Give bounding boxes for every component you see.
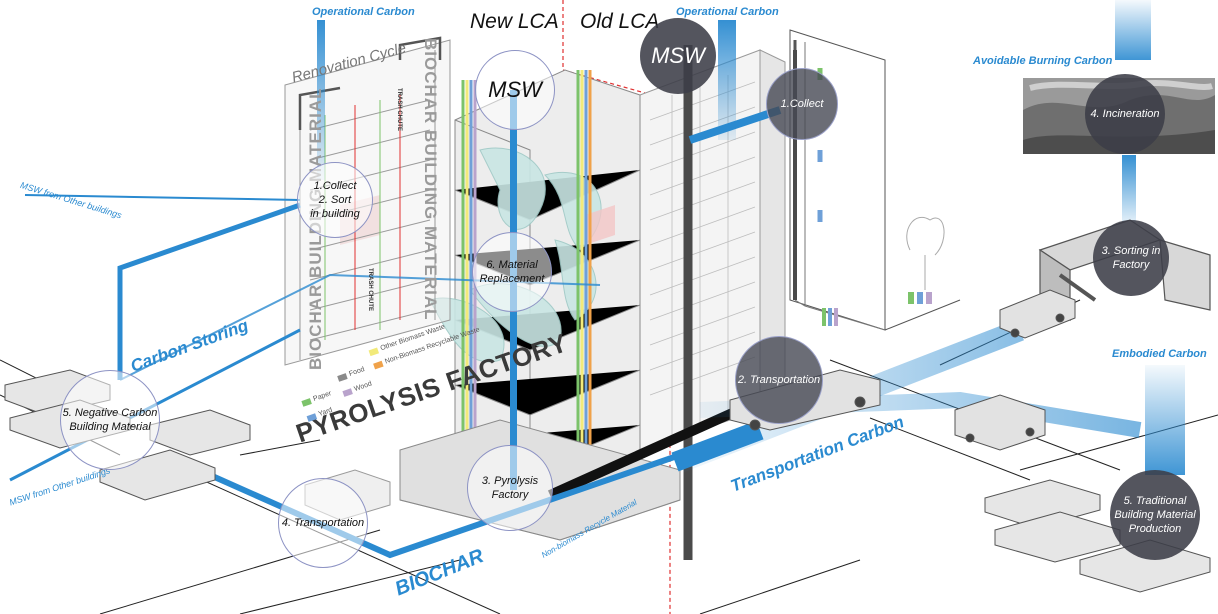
old-step5-line2: Building Material <box>1114 509 1196 521</box>
old-new-divider <box>562 0 671 614</box>
legend-swatch <box>368 347 379 356</box>
legend-swatch <box>301 397 312 407</box>
old-step2-line1: 2. Transportation <box>737 374 821 386</box>
operational-carbon-right-label: Operational Carbon <box>676 6 779 18</box>
new-step4-line1: 4. Transportation <box>281 517 365 529</box>
old-step4-line1: 4. Incineration <box>1090 108 1160 120</box>
renovation-arrows <box>298 36 442 130</box>
operational-carbon-left-label: Operational Carbon <box>312 6 415 18</box>
biochar-band <box>208 452 681 559</box>
old-step3-sorting: 3. Sorting in Factory <box>1093 220 1169 296</box>
new-chutes <box>461 70 592 470</box>
op-carbon-right-beam <box>718 20 736 140</box>
old-msw-label: MSW <box>651 43 705 68</box>
incineration-to-sort-beam <box>1122 155 1136 225</box>
old-building-windows <box>649 75 756 440</box>
legend-item: Yard <box>306 407 333 422</box>
new-step6-line1: 6. Material <box>486 259 538 271</box>
embodied-beam <box>1145 365 1185 475</box>
op-carbon-left-beam <box>317 20 325 180</box>
transport-carbon-solid <box>671 420 764 472</box>
new-step3-line2: Factory <box>491 489 529 501</box>
avoidable-beam <box>1115 0 1151 60</box>
new-step1-collect-sort: 1.Collect 2. Sort in building <box>297 162 373 238</box>
legend-label: Paper <box>312 390 333 403</box>
new-msw-label: MSW <box>488 77 542 102</box>
new-step5-line1: 5. Negative Carbon <box>62 407 158 419</box>
old-step3-line1: 3. Sorting in <box>1101 245 1161 257</box>
legend-swatch <box>372 360 384 369</box>
old-step3-line2: Factory <box>1112 259 1150 271</box>
legend-swatch <box>337 372 348 382</box>
legend-label: Wood <box>353 380 373 393</box>
legend-item: Food <box>337 366 366 382</box>
truck-right-middle <box>954 394 1046 451</box>
new-step1-line3: in building <box>310 208 360 220</box>
old-step1-collect: 1.Collect <box>766 68 838 140</box>
new-step1-line1: 1.Collect <box>313 180 357 192</box>
legend-label: Yard <box>317 406 334 418</box>
new-step1-line2: 2. Sort <box>318 194 352 206</box>
new-step6-line2: Replacement <box>479 273 545 285</box>
new-msw-circle: MSW <box>475 50 555 130</box>
new-lca-title: New LCA <box>470 10 559 33</box>
legend-label: Food <box>348 366 366 378</box>
old-msw-circle: MSW <box>640 18 716 94</box>
legend-swatch <box>306 412 317 422</box>
trees <box>906 216 945 290</box>
embodied-carbon-label: Embodied Carbon <box>1112 348 1207 360</box>
msw-other-left-loop <box>117 202 301 380</box>
legend-item: Paper <box>301 390 332 407</box>
avoidable-burning-carbon-label: Avoidable Burning Carbon <box>973 55 1113 67</box>
truck-near-sorting <box>999 289 1076 339</box>
old-step2-transportation: 2. Transportation <box>735 336 823 424</box>
msw-other-top-line <box>24 194 301 201</box>
old-step5-line1: 5. Traditional <box>1123 495 1187 507</box>
biochar-material-right-label: BIOCHAR BUILDING MATERIAL <box>421 38 440 321</box>
new-step5-line2: Building Material <box>69 421 151 433</box>
legend-swatch <box>342 387 353 397</box>
factory-black-belt <box>547 400 753 500</box>
new-step3-line1: 3. Pyrolysis <box>481 475 539 487</box>
trash-chute-label-1: TRASH CHUTE <box>396 88 402 131</box>
old-step5-line3: Production <box>1128 523 1182 535</box>
old-lca-title: Old LCA <box>580 10 660 33</box>
new-step4-transportation: 4. Transportation <box>278 478 368 568</box>
old-step1-line1: 1.Collect <box>780 98 824 110</box>
old-step4-incineration: 4. Incineration <box>1085 74 1165 154</box>
trash-chute-label-2: TRASH CHUTE <box>367 268 373 311</box>
legend-item: Wood <box>342 380 373 397</box>
